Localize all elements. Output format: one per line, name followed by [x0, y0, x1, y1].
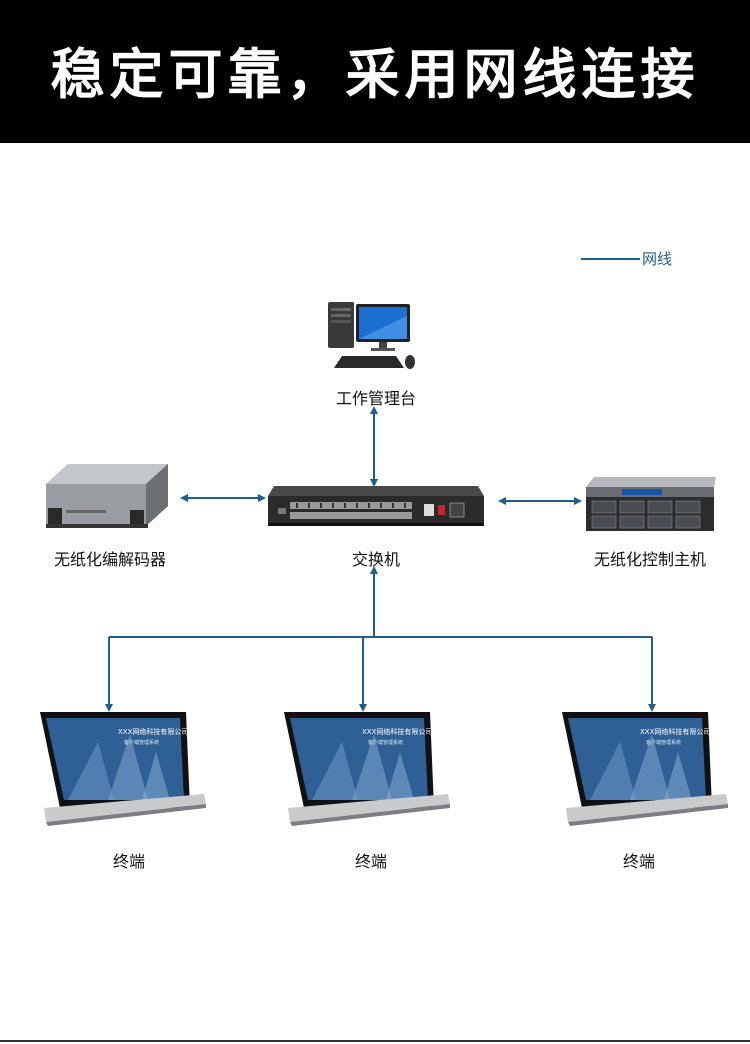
- legend-line-swatch: [581, 258, 640, 260]
- terminal-screen-title: XXX网络科技有限公司: [118, 727, 188, 736]
- terminal-node: XXX网络科技有限公司 客户端管理系统: [282, 712, 450, 830]
- terminal-node: XXX网络科技有限公司 客户端管理系统: [560, 712, 728, 830]
- terminal-node: XXX网络科技有限公司 客户端管理系统: [38, 712, 206, 830]
- title-banner: 稳定可靠，采用网线连接: [0, 0, 750, 143]
- storage-server-icon: [586, 477, 716, 531]
- rack-server-icon: [46, 464, 168, 528]
- bottom-divider: [0, 1040, 750, 1042]
- workstation-node: [326, 298, 418, 372]
- terminal-screen-subtitle: 客户端管理系统: [124, 739, 159, 746]
- terminal-screen-title: XXX网络科技有限公司: [640, 727, 710, 736]
- terminal-screen-subtitle: 客户端管理系统: [646, 739, 681, 746]
- network-switch-icon: [268, 486, 484, 526]
- legend-label: 网线: [642, 250, 673, 268]
- encoder-label: 无纸化编解码器: [53, 550, 166, 569]
- terminal-screen-title: XXX网络科技有限公司: [362, 727, 432, 736]
- encoder-node: [46, 464, 168, 536]
- page-title: 稳定可靠，采用网线连接: [50, 43, 700, 106]
- terminal-label: 终端: [622, 852, 655, 871]
- terminal-label: 终端: [354, 852, 387, 871]
- workstation-label: 工作管理台: [335, 389, 416, 408]
- lift-monitor-icon: XXX网络科技有限公司 客户端管理系统: [284, 712, 450, 826]
- switch-label: 交换机: [351, 550, 400, 569]
- computer-icon: [328, 302, 415, 369]
- controller-label: 无纸化控制主机: [593, 550, 706, 569]
- terminal-screen-subtitle: 客户端管理系统: [368, 739, 403, 746]
- lift-monitor-icon: XXX网络科技有限公司 客户端管理系统: [562, 712, 728, 826]
- terminal-label: 终端: [112, 852, 145, 871]
- lift-monitor-icon: XXX网络科技有限公司 客户端管理系统: [40, 712, 206, 826]
- switch-node: [268, 486, 484, 526]
- controller-node: [586, 477, 716, 531]
